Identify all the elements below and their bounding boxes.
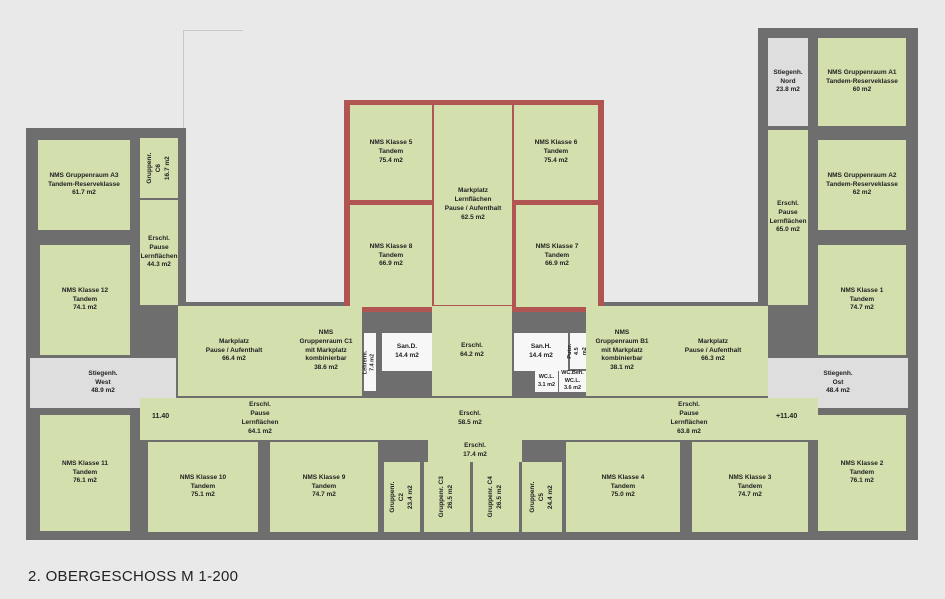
room-wcb: WC.Beh. WC.L. 3.6 m2 (559, 370, 586, 392)
room-markt-w: Markplatz Pause / Aufenthalt 66.4 m2 (178, 306, 290, 396)
room-label: Erschl. Pause Lernflächen 44.3 m2 (140, 234, 178, 269)
room-label: Erschl. 64.2 m2 (460, 342, 484, 358)
room-erschl-o: Erschl. Pause Lernflächen 65.0 m2 (768, 130, 808, 305)
room-c1: NMS Gruppenraum C1 mit Markplatz kombini… (290, 306, 362, 396)
room-c3: Gruppenr. C3 26.5 m2 (424, 462, 470, 532)
room-markt-c: Markplatz Lernflächen Pause / Aufenthalt… (434, 105, 512, 305)
room-label: Stiegenh. Ost 48.4 m2 (823, 369, 853, 395)
room-label: Lehrerm. 7.4 m2 (362, 350, 377, 374)
room-label: WC.Beh. WC.L. 3.6 m2 (561, 370, 584, 392)
room-label: Gruppenr. C4 26.5 m2 (487, 476, 503, 518)
room-label: NMS Gruppenraum A3 Tandem-Reserveklasse … (48, 171, 120, 197)
room-c4: Gruppenr. C4 26.5 m2 (473, 462, 519, 532)
room-label: Erschl. Pause Lernflächen 65.0 m2 (769, 199, 807, 234)
room-k6: NMS Klasse 6 Tandem 75.4 m2 (514, 105, 598, 200)
room-k9: NMS Klasse 9 Tandem 74.7 m2 (270, 442, 378, 532)
level-mark-east: +11.40 (776, 413, 798, 420)
room-k12: NMS Klasse 12 Tandem 74.1 m2 (40, 245, 130, 355)
room-sanh: San.H. 14.4 m2 (514, 333, 568, 371)
room-label: NMS Klasse 6 Tandem 75.4 m2 (534, 139, 578, 164)
plan-title: 2. OBERGESCHOSS M 1-200 (28, 568, 239, 585)
room-k10: NMS Klasse 10 Tandem 75.1 m2 (148, 442, 258, 532)
room-label: San.H. 14.4 m2 (529, 343, 553, 359)
room-label: NMS Klasse 11 Tandem 76.1 m2 (62, 459, 108, 485)
room-label: NMS Klasse 4 Tandem 75.0 m2 (601, 473, 645, 499)
room-label: Erschl. 17.4 m2 (463, 442, 487, 458)
room-label: NMS Klasse 12 Tandem 74.1 m2 (61, 286, 109, 312)
room-label: Gruppenr. C5 24.4 m2 (528, 481, 554, 513)
room-c2: Gruppenr. C2 23.4 m2 (384, 462, 420, 532)
room-k1: NMS Klasse 1 Tandem 74.7 m2 (818, 245, 906, 355)
room-sand: San.D. 14.4 m2 (382, 333, 432, 371)
room-erschl-w: Erschl. Pause Lernflächen 44.3 m2 (140, 200, 178, 305)
room-label: Gruppenr. C3 26.5 m2 (438, 476, 454, 518)
room-a3: NMS Gruppenraum A3 Tandem-Reserveklasse … (38, 140, 130, 230)
room-label: Stiegenh. Nord 23.8 m2 (773, 68, 803, 94)
room-label: Gruppenr. C2 23.4 m2 (388, 481, 414, 513)
room-label: Markplatz Pause / Aufenthalt 66.4 m2 (205, 337, 263, 363)
level-mark-west: 11.40 (152, 413, 170, 420)
room-label: Stiegenh. West 48.9 m2 (88, 369, 118, 395)
room-label: Markplatz Pause / Aufenthalt 66.3 m2 (684, 337, 742, 363)
room-label: NMS Klasse 1 Tandem 74.7 m2 (840, 286, 884, 312)
room-erschl-s: Erschl. 17.4 m2 (428, 440, 522, 462)
site-line (183, 30, 243, 31)
room-k7: NMS Klasse 7 Tandem 66.9 m2 (516, 205, 598, 307)
room-label: Erschl. Pause Lernflächen 63.8 m2 (670, 401, 708, 435)
room-putz: Putzr. 4.5 m2 (567, 333, 588, 369)
room-gang-c: Erschl. 58.5 m2 (380, 398, 560, 440)
room-erschl-c: Erschl. 64.2 m2 (432, 306, 512, 396)
room-c5: Gruppenr. C5 24.4 m2 (522, 462, 562, 532)
room-label: Erschl. Pause Lernflächen 64.1 m2 (241, 401, 279, 435)
room-label: NMS Gruppenraum B1 mit Markplatz kombini… (595, 329, 649, 372)
room-lehrer: Lehrerm. 7.4 m2 (362, 333, 377, 391)
room-label: NMS Klasse 2 Tandem 76.1 m2 (840, 459, 884, 485)
room-label: Gruppenr. C6 16.7 m2 (145, 152, 171, 184)
room-label: San.D. 14.4 m2 (395, 343, 419, 359)
room-k4: NMS Klasse 4 Tandem 75.0 m2 (566, 442, 680, 532)
room-k2: NMS Klasse 2 Tandem 76.1 m2 (818, 415, 906, 531)
room-label: NMS Gruppenraum A2 Tandem-Reserveklasse … (826, 171, 898, 197)
room-label: NMS Gruppenraum A1 Tandem-Reserveklasse … (826, 68, 898, 94)
room-label: NMS Gruppenraum C1 mit Markplatz kombini… (299, 329, 353, 372)
room-label: NMS Klasse 3 Tandem 74.7 m2 (728, 473, 772, 499)
room-markt-o: Markplatz Pause / Aufenthalt 66.3 m2 (658, 306, 768, 396)
room-label: NMS Klasse 7 Tandem 66.9 m2 (535, 242, 579, 268)
room-label: Erschl. 58.5 m2 (458, 410, 482, 426)
room-label: NMS Klasse 8 Tandem 66.9 m2 (369, 242, 413, 268)
room-k8: NMS Klasse 8 Tandem 66.9 m2 (350, 205, 432, 307)
room-label: NMS Klasse 5 Tandem 75.4 m2 (369, 139, 413, 164)
room-gang-w: Erschl. Pause Lernflächen 64.1 m2 (140, 398, 380, 440)
room-stieg-n: Stiegenh. Nord 23.8 m2 (768, 38, 808, 126)
room-label: NMS Klasse 9 Tandem 74.7 m2 (302, 473, 346, 499)
room-a1: NMS Gruppenraum A1 Tandem-Reserveklasse … (818, 38, 906, 126)
room-b1: NMS Gruppenraum B1 mit Markplatz kombini… (586, 306, 658, 396)
room-k11: NMS Klasse 11 Tandem 76.1 m2 (40, 415, 130, 531)
room-label: NMS Klasse 10 Tandem 75.1 m2 (179, 473, 227, 499)
room-wcl: WC.L. 3.1 m2 (535, 371, 558, 392)
room-a2: NMS Gruppenraum A2 Tandem-Reserveklasse … (818, 140, 906, 230)
room-k5: NMS Klasse 5 Tandem 75.4 m2 (350, 105, 432, 200)
room-gang-o: Erschl. Pause Lernflächen 63.8 m2 (560, 398, 818, 440)
room-k3: NMS Klasse 3 Tandem 74.7 m2 (692, 442, 808, 532)
room-c6: Gruppenr. C6 16.7 m2 (140, 138, 178, 198)
room-label: WC.L. 3.1 m2 (537, 374, 556, 388)
room-label: Markplatz Lernflächen Pause / Aufenthalt… (444, 187, 502, 221)
